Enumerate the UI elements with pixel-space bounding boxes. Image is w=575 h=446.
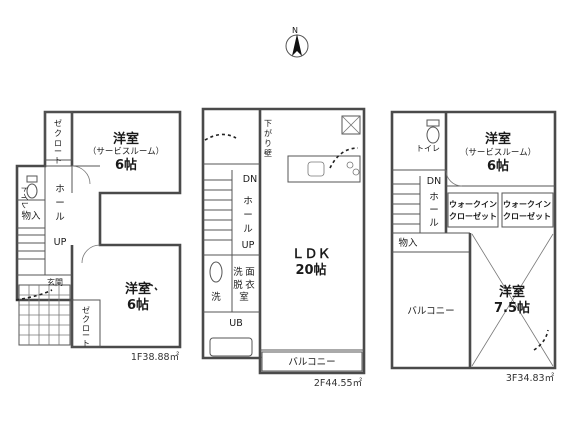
f2-ub-label: UB: [229, 318, 242, 329]
f1-area-label: 1F38.88㎡: [131, 352, 180, 363]
svg-text:ウォークイン: ウォークイン: [503, 199, 551, 209]
svg-text:ト: ト: [54, 156, 62, 165]
svg-text:室: 室: [239, 291, 249, 303]
f2-ldk-size: 20帖: [295, 262, 326, 278]
f1-hall-label: ホ ー ル: [55, 184, 65, 223]
stairs-3f: [392, 176, 421, 233]
svg-text:ク: ク: [82, 315, 90, 324]
f3-service-room-label: 洋室: [485, 131, 511, 147]
floor-2: DN ホ ー ル UP 下 が り 壁 ＬＤＫ 20帖 洗 面 脱 衣 室 洗 …: [201, 107, 366, 389]
svg-text:ー: ー: [429, 205, 439, 216]
f1-up-label: UP: [54, 237, 67, 248]
svg-text:ロ: ロ: [82, 324, 90, 333]
svg-text:クローゼット: クローゼット: [503, 211, 551, 221]
f2-ldk-label: ＬＤＫ: [291, 247, 330, 262]
f1-bedroom-label: 洋室: [125, 281, 151, 297]
wash-basin-icon: [209, 261, 223, 283]
svg-text:ゼ: ゼ: [54, 118, 62, 128]
north-label: N: [292, 26, 298, 35]
f3-area-label: 3F34.83㎡: [506, 373, 555, 384]
svg-text:り: り: [264, 139, 272, 148]
svg-text:ホ: ホ: [243, 196, 253, 207]
f2-hall-label: ホ ー ル: [243, 196, 253, 235]
f2-up-label: UP: [242, 240, 255, 251]
svg-text:ル: ル: [243, 224, 253, 235]
north-arrow-icon: N: [285, 26, 309, 58]
f3-walkin-closet-1-label: ウォークイン クローゼット: [449, 199, 497, 221]
stairs-2f: [203, 170, 233, 255]
f3-dn-label: DN: [427, 176, 441, 187]
f1-service-room-size: 6帖: [115, 157, 137, 173]
svg-text:ル: ル: [55, 212, 65, 223]
floor-3: 洋室 （サービスルーム） 6帖 トイレ DN ホ ー ル ウォークイン クローゼ…: [390, 110, 557, 384]
f1-storage-label: 物入: [21, 210, 41, 222]
f3-hall-label: ホ ー ル: [429, 192, 439, 229]
stairs-1f: [17, 228, 46, 275]
svg-text:クローゼット: クローゼット: [449, 211, 497, 221]
svg-text:洗: 洗: [233, 266, 243, 278]
f2-area-label: 2F44.55㎡: [314, 378, 363, 389]
toilet-icon: [426, 119, 440, 144]
f1-toilet-label: トイレ: [20, 185, 29, 209]
kitchen-counter: [287, 115, 361, 183]
f3-balcony-label: バルコニー: [407, 306, 454, 317]
svg-text:面: 面: [245, 267, 255, 278]
svg-text:衣: 衣: [245, 279, 255, 291]
svg-text:ー: ー: [55, 198, 65, 209]
f1-closet-top-label: ゼ ク ロ ー ト: [54, 118, 62, 165]
bathtub-icon: [209, 337, 253, 357]
f1-closet-bottom-label: ゼ ク ロ ー ト: [82, 305, 90, 348]
svg-text:ト: ト: [82, 339, 90, 348]
f2-dn-label: DN: [243, 174, 257, 185]
f3-bedroom-label: 洋室: [499, 284, 525, 300]
toilet-icon: [26, 175, 38, 199]
svg-text:壁: 壁: [264, 148, 272, 158]
f3-toilet-label: トイレ: [416, 144, 440, 153]
svg-text:ホ: ホ: [55, 184, 65, 195]
floor-1: 洋室 （サービスルーム） 6帖 ゼ ク ロ ー ト ホ ー ル トイレ 物入 U…: [15, 110, 182, 363]
svg-text:脱: 脱: [233, 279, 243, 291]
svg-text:ー: ー: [82, 331, 90, 340]
f1-service-room-label: 洋室: [113, 131, 139, 147]
svg-text:下: 下: [264, 119, 272, 128]
f2-hanging-wall-label: 下 が り 壁: [264, 119, 272, 158]
f3-service-room-sub: （サービスルーム）: [460, 147, 536, 158]
svg-text:ー: ー: [54, 147, 62, 156]
f3-storage-label: 物入: [398, 237, 418, 249]
svg-text:が: が: [264, 128, 272, 138]
f2-balcony-label: バルコニー: [288, 357, 335, 368]
svg-text:ゼ: ゼ: [82, 305, 90, 315]
f1-entrance-label: 玄関: [47, 277, 63, 287]
svg-text:ホ: ホ: [429, 192, 439, 203]
svg-text:ロ: ロ: [54, 139, 62, 148]
f1-service-room-sub: （サービスルーム）: [88, 146, 164, 157]
f3-walkin-closet-2-label: ウォークイン クローゼット: [503, 199, 551, 221]
f1-bedroom-size: 6帖: [127, 297, 149, 313]
f3-bedroom-size: 7.5帖: [494, 300, 530, 316]
entrance-tiles: [18, 284, 71, 346]
svg-text:ル: ル: [429, 218, 439, 229]
svg-text:ウォークイン: ウォークイン: [449, 199, 497, 209]
f3-service-room-size: 6帖: [487, 158, 509, 174]
svg-text:ー: ー: [243, 210, 253, 221]
f2-wash-label: 洗: [211, 291, 221, 303]
svg-text:ク: ク: [54, 129, 62, 138]
f2-washroom-label: 洗 面 脱 衣 室: [233, 266, 255, 303]
